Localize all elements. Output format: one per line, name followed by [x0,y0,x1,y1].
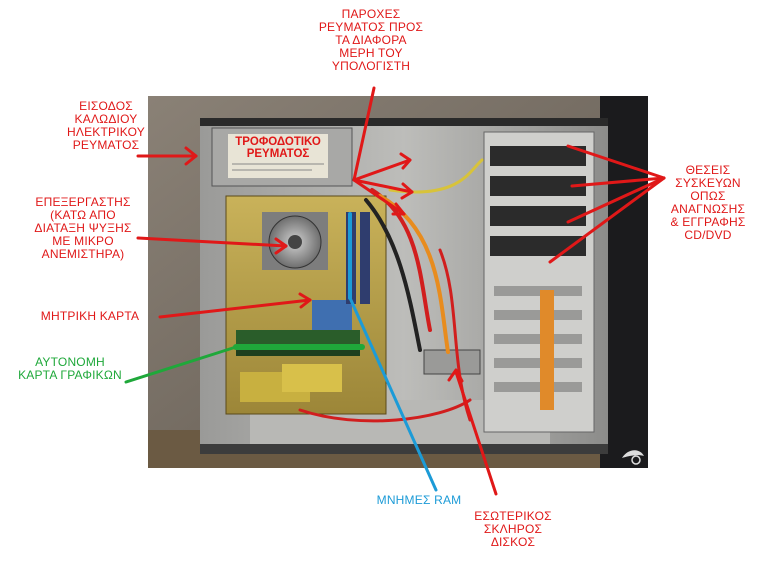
hard-disk-label: ΕΣΩΤΕΡΙΚΟΣ ΣΚΛΗΡΟΣ ΔΙΣΚΟΣ [474,509,552,549]
drive-bays [483,131,595,433]
graphics-card-label: ΑΥΤΟΝΟΜΗ ΚΑΡΤΑ ΓΡΑΦΙΚΩΝ [18,355,122,382]
hard-disk-pointer [447,368,498,496]
hard-disk [423,349,481,375]
ram-label: ΜΝΗΜΕΣ RAM [376,493,462,507]
motherboard-pointer [158,292,312,319]
power-connectors-label: ΠΑΡΟΧΕΣ ΡΕΥΜΑΤΟΣ ΠΡΟΣ ΤΑ ΔΙΑΦΟΡΑ ΜΕΡΗ ΤΟ… [318,7,424,73]
drive-bays-pointer [548,144,666,264]
cpu-cooler [262,212,328,270]
cpu-label: ΕΠΕΞΕΡΓΑΣΤΗΣ (ΚΑΤΩ ΑΠΟ ΔΙΑΤΑΞΗ ΨΥΞΗΣ ΜΕ … [34,195,132,261]
power-connectors-pointer [352,86,414,216]
annotation-pointers [124,86,666,496]
power-inlet-pointer [136,146,198,166]
drive-bays-label: ΘΕΣΕΙΣ ΣΥΣΚΕΥΩΝ ΟΠΩΣ ΑΝΑΓΝΩΣΗΣ & ΕΓΓΡΑΦΗ… [670,163,746,242]
camera-logo [622,450,644,465]
psu [211,127,353,187]
graphics-card-pointer [124,344,365,384]
psu-label: ΤΡΟΦΟΔΟΤΙΚΟ ΡΕΥΜΑΤΟΣ [235,136,321,160]
cpu-pointer [136,236,288,255]
power-inlet-label: ΕΙΣΟΔΟΣ ΚΑΛΩΔΙΟΥ ΗΛΕΚΤΡΙΚΟΥ ΡΕΥΜΑΤΟΣ [67,99,145,152]
ram-pointer [348,212,438,492]
motherboard-label: ΜΗΤΡΙΚΗ ΚΑΡΤΑ [40,309,140,323]
